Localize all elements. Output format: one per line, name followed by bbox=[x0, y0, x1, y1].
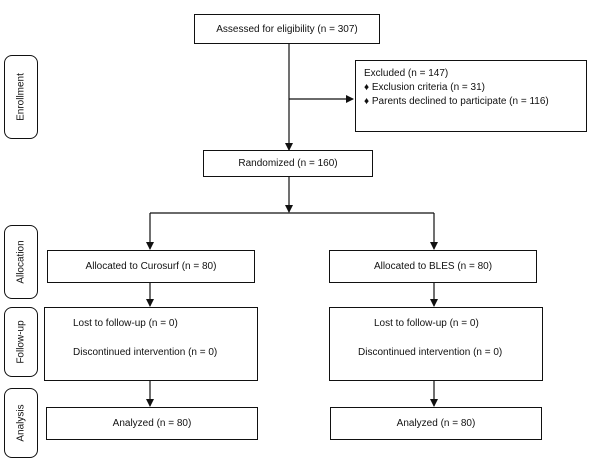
assessed-box: Assessed for eligibility (n = 307) bbox=[194, 14, 380, 44]
stage-label-followup-text: Follow-up bbox=[15, 320, 27, 364]
stage-label-enrollment: Enrollment bbox=[4, 55, 38, 139]
allocated-curosurf-text: Allocated to Curosurf (n = 80) bbox=[85, 261, 217, 272]
followup-bles-discontinued: Discontinued intervention (n = 0) bbox=[358, 347, 503, 358]
excluded-box: Excluded (n = 147) ♦ Exclusion criteria … bbox=[355, 60, 587, 132]
allocated-bles-box: Allocated to BLES (n = 80) bbox=[329, 250, 537, 283]
followup-curosurf-lost: Lost to follow-up (n = 0) bbox=[73, 318, 178, 329]
stage-label-allocation-text: Allocation bbox=[15, 240, 27, 284]
analyzed-curosurf-text: Analyzed (n = 80) bbox=[112, 418, 192, 429]
stage-label-followup: Follow-up bbox=[4, 307, 38, 377]
stage-label-analysis: Analysis bbox=[4, 388, 38, 458]
stage-label-enrollment-text: Enrollment bbox=[15, 73, 27, 121]
stage-label-analysis-text: Analysis bbox=[15, 404, 27, 442]
followup-curosurf-box: Lost to follow-up (n = 0) Discontinued i… bbox=[44, 307, 258, 381]
followup-bles-box: Lost to follow-up (n = 0) Discontinued i… bbox=[329, 307, 543, 381]
excluded-item-parents-declined: ♦ Parents declined to participate (n = 1… bbox=[364, 96, 549, 107]
stage-label-allocation: Allocation bbox=[4, 225, 38, 299]
followup-bles-lost: Lost to follow-up (n = 0) bbox=[374, 318, 479, 329]
allocated-bles-text: Allocated to BLES (n = 80) bbox=[373, 261, 493, 272]
analyzed-curosurf-box: Analyzed (n = 80) bbox=[46, 407, 258, 440]
randomized-box: Randomized (n = 160) bbox=[203, 150, 373, 177]
assessed-text: Assessed for eligibility (n = 307) bbox=[216, 23, 358, 35]
randomized-text: Randomized (n = 160) bbox=[238, 158, 338, 169]
excluded-title: Excluded (n = 147) bbox=[364, 68, 449, 79]
excluded-item-exclusion-criteria: ♦ Exclusion criteria (n = 31) bbox=[364, 82, 485, 93]
analyzed-bles-box: Analyzed (n = 80) bbox=[330, 407, 542, 440]
allocated-curosurf-box: Allocated to Curosurf (n = 80) bbox=[47, 250, 255, 283]
followup-curosurf-discontinued: Discontinued intervention (n = 0) bbox=[73, 347, 218, 358]
analyzed-bles-text: Analyzed (n = 80) bbox=[396, 418, 476, 429]
